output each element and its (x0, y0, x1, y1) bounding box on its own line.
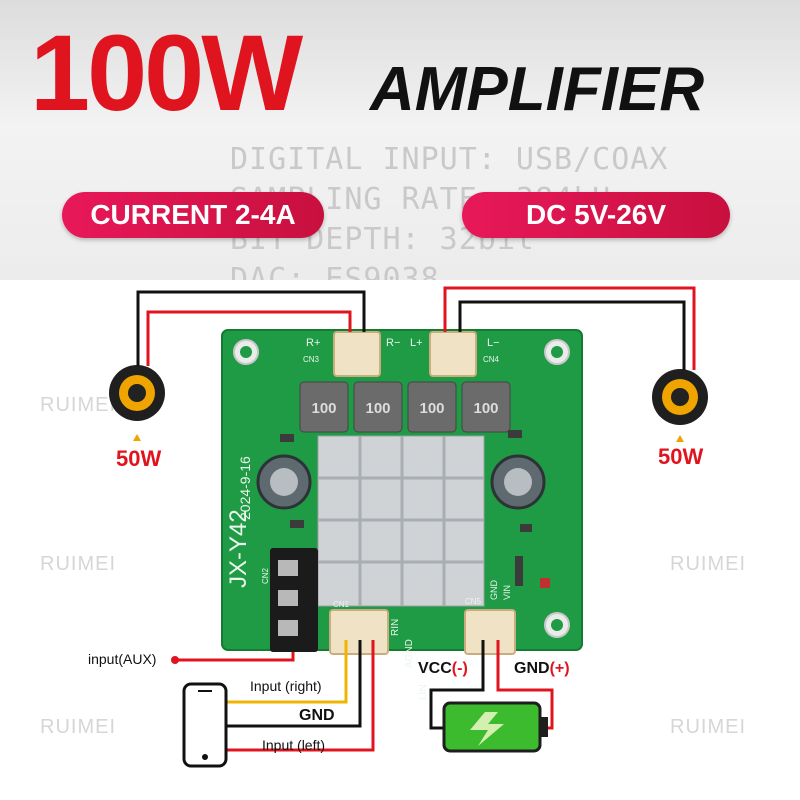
label-cn5: CN5 (465, 597, 482, 606)
label-gnd-pcb: GND (489, 580, 499, 601)
speaker-right-icon (652, 369, 708, 442)
watermark: RUIMEI (670, 553, 746, 575)
label-vin: VIN (502, 585, 512, 600)
label-gnd-power: GND(+) (514, 660, 570, 677)
watermark: RUIMEI (40, 716, 116, 738)
inductor-mark: 100 (473, 400, 498, 417)
inductors (299, 381, 511, 433)
aux-jack (270, 548, 318, 652)
label-gnd-input: GND (299, 707, 335, 724)
speaker-left-power: 50W (116, 446, 162, 471)
label-r-plus: R+ (306, 337, 320, 349)
watermark: RUIMEI (40, 394, 116, 416)
voltage-spec-badge: DC 5V-26V (462, 192, 730, 238)
label-agnd: AGND (404, 639, 415, 668)
hero-banner: DIGITAL INPUT: USB/COAX SAMPLING RATE: 3… (0, 0, 800, 280)
title-sub: AMPLIFIER (370, 55, 705, 124)
inductor-mark: 100 (419, 400, 444, 417)
label-lin: LIN (418, 684, 429, 700)
label-input-left: Input (left) (262, 737, 326, 753)
watermark: RUIMEI (40, 553, 116, 575)
speaker-left-icon (109, 365, 165, 441)
input-wires (177, 640, 375, 752)
label-rin: RIN (390, 619, 401, 636)
title-main: 100W (30, 12, 303, 133)
speaker-right-power: 50W (658, 444, 704, 469)
label-cn3: CN3 (303, 355, 320, 364)
label-input-right: Input (right) (250, 678, 322, 694)
label-cn2: CN2 (261, 567, 270, 584)
current-spec-badge: CURRENT 2-4A (62, 192, 324, 238)
speaker-wires (136, 286, 696, 370)
board-model: JX-Y42 (225, 509, 252, 588)
board-date: 2024-9-16 (237, 456, 253, 520)
watermark: RUIMEI (670, 716, 746, 738)
battery-icon (442, 701, 548, 753)
power-connector-cn5 (464, 609, 516, 655)
inductor-mark: 100 (311, 400, 336, 417)
label-l-minus: L− (487, 337, 500, 349)
label-cn4: CN4 (483, 355, 500, 364)
power-wires (429, 640, 554, 730)
speaker-connector-left (429, 331, 477, 377)
label-vcc: VCC(-) (418, 660, 468, 677)
capacitor (256, 454, 546, 510)
label-r-minus: R− (386, 337, 400, 349)
phone-icon (182, 682, 228, 768)
speaker-connector-right (333, 331, 381, 377)
label-cn1: CN1 (333, 600, 350, 609)
inductor-mark: 100 (365, 400, 390, 417)
label-l-plus: L+ (410, 337, 423, 349)
label-input-aux: input(AUX) (88, 651, 157, 667)
heatsink (317, 435, 485, 607)
